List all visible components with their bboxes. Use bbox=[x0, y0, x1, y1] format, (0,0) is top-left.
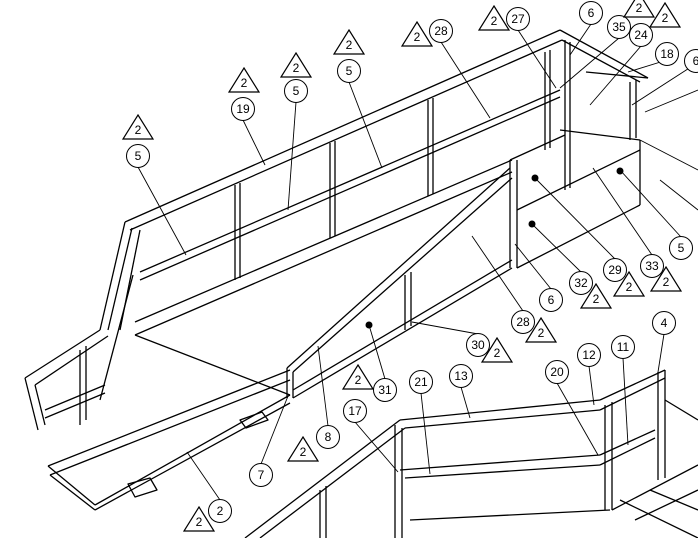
revision-triangle: 2 bbox=[122, 114, 154, 140]
revision-number: 2 bbox=[195, 515, 203, 529]
item-balloon: 7 bbox=[249, 463, 273, 487]
revision-number: 2 bbox=[537, 326, 545, 340]
revision-number: 2 bbox=[354, 373, 362, 387]
triangle-icon bbox=[401, 21, 433, 47]
revision-triangle: 2 bbox=[525, 317, 557, 343]
leader-lines bbox=[137, 23, 698, 501]
triangle-icon bbox=[287, 436, 319, 462]
item-balloon: 6 bbox=[579, 1, 603, 25]
revision-number: 2 bbox=[662, 275, 670, 289]
triangle-icon bbox=[333, 29, 365, 55]
triangle-icon bbox=[228, 67, 260, 93]
revision-number: 2 bbox=[134, 123, 142, 137]
item-balloon: 18 bbox=[655, 42, 679, 66]
item-balloon: 6 bbox=[539, 288, 563, 312]
item-balloon: 21 bbox=[409, 370, 433, 394]
revision-triangle: 2 bbox=[333, 29, 365, 55]
item-balloon: 20 bbox=[545, 360, 569, 384]
revision-triangle: 2 bbox=[287, 436, 319, 462]
item-balloon: 2 bbox=[208, 499, 232, 523]
item-balloon: 28 bbox=[429, 19, 453, 43]
revision-triangle: 2 bbox=[280, 52, 312, 78]
item-balloon: 12 bbox=[577, 343, 601, 367]
revision-triangle: 2 bbox=[649, 2, 681, 28]
triangle-icon bbox=[280, 52, 312, 78]
revision-triangle: 2 bbox=[401, 21, 433, 47]
revision-triangle: 2 bbox=[580, 283, 612, 309]
item-balloon: 31 bbox=[373, 378, 397, 402]
revision-triangle: 2 bbox=[183, 506, 215, 532]
revision-number: 2 bbox=[490, 14, 498, 28]
triangle-icon bbox=[342, 364, 374, 390]
revision-number: 2 bbox=[240, 76, 248, 90]
walkway-frame bbox=[24, 29, 698, 538]
revision-number: 2 bbox=[592, 292, 600, 306]
triangle-icon bbox=[478, 5, 510, 31]
revision-triangle: 2 bbox=[623, 0, 655, 18]
revision-triangle: 2 bbox=[342, 364, 374, 390]
triangle-icon bbox=[650, 266, 682, 292]
item-balloon: 33 bbox=[640, 254, 664, 278]
item-balloon: 11 bbox=[611, 335, 635, 359]
item-balloon: 5 bbox=[669, 236, 693, 260]
item-balloon: 4 bbox=[652, 311, 676, 335]
item-balloon: 35 bbox=[607, 15, 631, 39]
triangle-icon bbox=[623, 0, 655, 18]
item-balloon: 27 bbox=[506, 7, 530, 31]
item-balloon: 5 bbox=[337, 59, 361, 83]
item-balloon: 17 bbox=[343, 399, 367, 423]
triangle-icon bbox=[481, 337, 513, 363]
revision-number: 2 bbox=[292, 61, 300, 75]
revision-number: 2 bbox=[635, 1, 643, 15]
item-balloon: 28 bbox=[511, 310, 535, 334]
revision-number: 2 bbox=[413, 30, 421, 44]
revision-triangle: 2 bbox=[478, 5, 510, 31]
item-balloon: 5 bbox=[126, 144, 150, 168]
triangle-icon bbox=[613, 271, 645, 297]
triangle-icon bbox=[525, 317, 557, 343]
item-balloon: 19 bbox=[231, 97, 255, 121]
weld-dots bbox=[365, 167, 624, 329]
item-balloon: 29 bbox=[603, 258, 627, 282]
item-balloon: 32 bbox=[569, 271, 593, 295]
revision-number: 2 bbox=[625, 280, 633, 294]
revision-number: 2 bbox=[493, 346, 501, 360]
triangle-icon bbox=[183, 506, 215, 532]
revision-triangle: 2 bbox=[481, 337, 513, 363]
triangle-icon bbox=[580, 283, 612, 309]
revision-triangle: 2 bbox=[613, 271, 645, 297]
item-balloon: 5 bbox=[284, 79, 308, 103]
item-balloon: 30 bbox=[466, 333, 490, 357]
item-balloon: 8 bbox=[316, 425, 340, 449]
revision-number: 2 bbox=[299, 445, 307, 459]
revision-number: 2 bbox=[345, 38, 353, 52]
item-balloon: 24 bbox=[629, 23, 653, 47]
triangle-icon bbox=[122, 114, 154, 140]
revision-triangle: 2 bbox=[228, 67, 260, 93]
revision-number: 2 bbox=[661, 11, 669, 25]
item-balloon: 13 bbox=[449, 364, 473, 388]
triangle-icon bbox=[649, 2, 681, 28]
revision-triangle: 2 bbox=[650, 266, 682, 292]
